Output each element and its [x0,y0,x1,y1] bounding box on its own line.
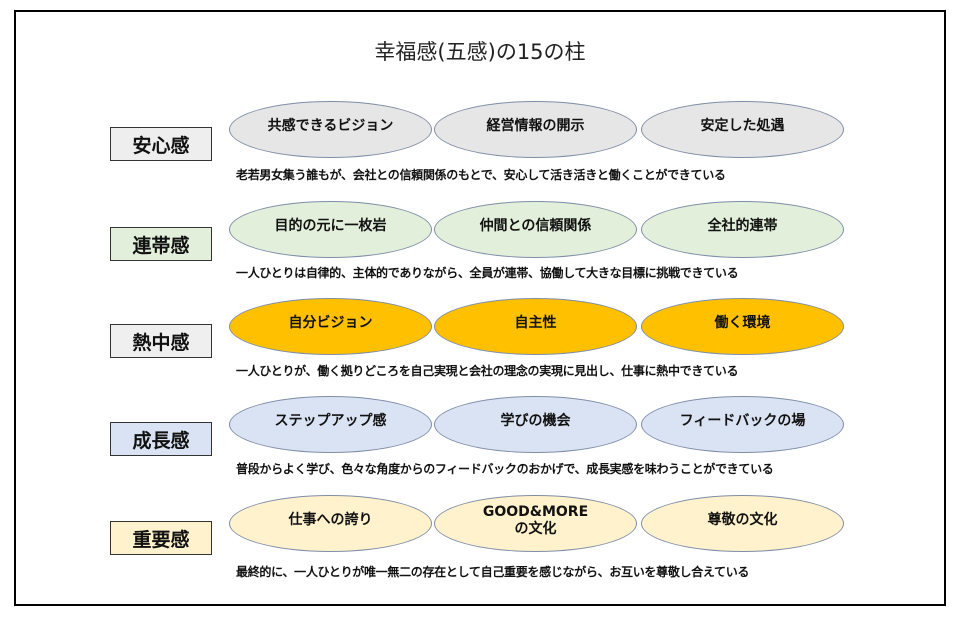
pillar-ellipse: 尊敬の文化 [641,495,844,552]
pillar-ellipse: 学びの機会 [434,396,637,453]
category-label: 連帯感 [110,227,212,261]
pillar-ellipse: 全社的連帯 [641,201,844,258]
pillar-ellipse: 働く環境 [641,298,844,355]
category-description: 最終的に、一人ひとりが唯一無二の存在として自己重要を感じながら、お互いを尊敬し合… [236,565,750,579]
category-description: 一人ひとりは自律的、主体的でありながら、全員が連帯、協働して大きな目標に挑戦でき… [236,266,739,280]
pillar-text: 経営情報の開示 [486,118,585,135]
pillar-text: 仲間との信頼関係 [479,218,592,235]
pillar-ellipse: GOOD&MORE の文化 [434,495,637,552]
pillar-text: 尊敬の文化 [707,512,778,529]
category-description: 老若男女集う誰もが、会社との信頼関係のもとで、安心して活き活きと働くことができて… [236,168,726,182]
diagram-title: 幸福感(五感)の15の柱 [374,40,586,64]
pillar-text: 共感できるビジョン [267,118,394,135]
pillar-text: 全社的連帯 [707,218,778,235]
pillar-ellipse: 仕事への誇り [229,495,432,552]
pillar-ellipse: 共感できるビジョン [229,101,432,158]
category-label: 重要感 [110,521,212,555]
pillar-text: フィードバックの場 [679,413,806,430]
pillar-text: 学びの機会 [500,413,571,430]
pillar-ellipse: 安定した処遇 [641,101,844,158]
pillar-text: 目的の元に一枚岩 [274,218,387,235]
pillar-text: 自主性 [514,315,557,332]
pillar-ellipse: 仲間との信頼関係 [434,201,637,258]
pillar-ellipse: フィードバックの場 [641,396,844,453]
pillar-text: GOOD&MORE の文化 [482,504,589,537]
category-label: 成長感 [110,422,212,456]
pillar-text: 働く環境 [714,315,771,332]
pillar-text: ステップアップ感 [274,413,387,430]
category-description: 普段からよく学び、色々な角度からのフィードバックのおかげで、成長実感を味わうこと… [236,462,774,476]
category-label: 熱中感 [110,324,212,358]
pillar-text: 仕事への誇り [288,512,373,529]
pillar-text: 自分ビジョン [288,315,373,332]
pillar-ellipse: 自分ビジョン [229,298,432,355]
pillar-ellipse: 経営情報の開示 [434,101,637,158]
diagram-frame [14,10,946,606]
category-label: 安心感 [110,127,212,161]
pillar-ellipse: 自主性 [434,298,637,355]
pillar-ellipse: ステップアップ感 [229,396,432,453]
category-description: 一人ひとりが、働く拠りどころを自己実現と会社の理念の実現に見出し、仕事に熱中でき… [236,364,739,378]
pillar-text: 安定した処遇 [700,118,785,135]
pillar-ellipse: 目的の元に一枚岩 [229,201,432,258]
